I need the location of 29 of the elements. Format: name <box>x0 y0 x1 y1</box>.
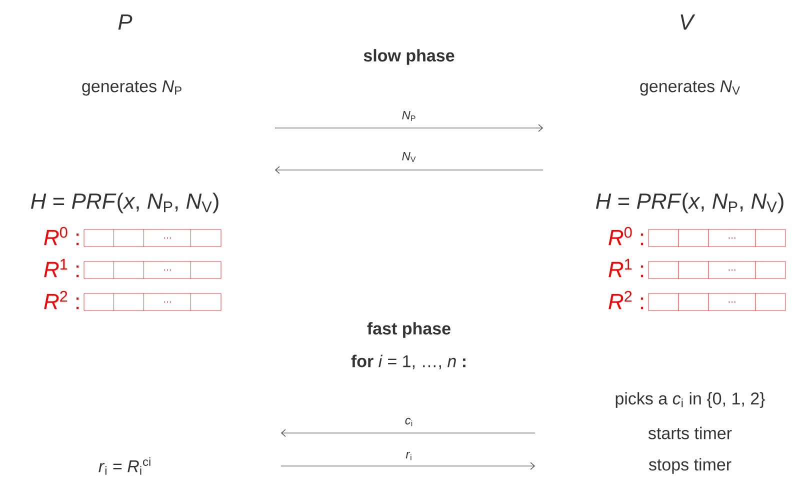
message-label: N$_{P}$ <box>402 110 416 122</box>
register-label: R$^{2}$ : <box>44 290 79 310</box>
register: … <box>648 293 786 311</box>
register-label: R$^{0}$ : <box>608 226 644 246</box>
register: … <box>648 261 786 279</box>
register-label: R$^{1}$ : <box>608 258 644 278</box>
register-label: R$^{2}$ : <box>608 290 644 310</box>
message-label: r$_{i}$ <box>406 452 412 460</box>
register: … <box>84 261 222 279</box>
step-text: picks a c$_{i}$ in {0, 1, 2} <box>616 392 765 408</box>
register: … <box>84 229 222 247</box>
step-text: generates N$_{P}$ <box>82 80 182 96</box>
step-text: r$_{i}$ = R$_{i}$ci <box>98 457 150 475</box>
register: … <box>648 229 786 247</box>
step-text: generates N$_{V}$ <box>640 80 740 96</box>
register: … <box>84 293 222 311</box>
register-label: R$^{0}$ : <box>44 226 79 246</box>
message-label: c$_{i}$ <box>405 418 412 426</box>
heading: slow phase <box>364 49 454 65</box>
party-name: P <box>118 14 132 30</box>
step-text: starts timer <box>648 426 732 440</box>
register-label: R$^{1}$ : <box>44 258 79 278</box>
heading: fast phase <box>367 322 450 338</box>
step-text: stops timer <box>648 458 732 474</box>
loop-header: for i = 1, …, n : <box>351 354 466 370</box>
party-name: V <box>680 14 696 30</box>
message-label: N$_{V}$ <box>402 152 416 162</box>
formula-text: H = PRF(x, N$_{P}$, N$_{V}$) <box>596 192 784 214</box>
formula-text: H = PRF(x, N$_{P}$, N$_{V}$) <box>30 192 218 214</box>
